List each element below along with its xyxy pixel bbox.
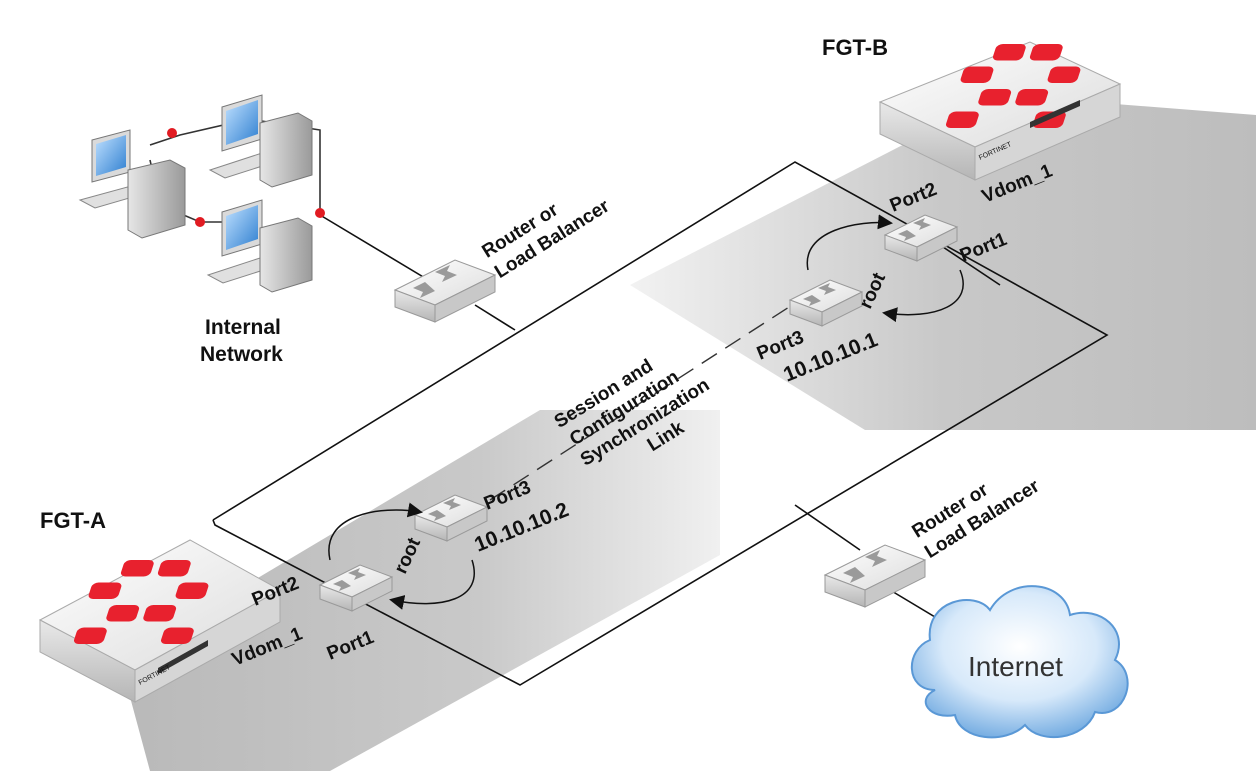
router-bottom-icon [823, 544, 927, 608]
fgt-b-curved-arrows [806, 214, 964, 323]
internal-network-line2: Network [200, 343, 283, 366]
internal-network-line1: Internal [205, 316, 281, 339]
router-top-label: Router or Load Balancer [478, 195, 613, 283]
fgt-a-curved-arrows [328, 502, 475, 610]
sync-link-line [489, 299, 801, 501]
internal-network-computers [78, 94, 325, 293]
fgt-b-device: FORTINET [878, 41, 1122, 181]
internet-cloud-icon [910, 585, 1129, 739]
fgt-b-shade-plane [630, 95, 1256, 430]
fgt-b-label: FGT-B [822, 35, 888, 60]
fgt-b-vdom-switch-icon [883, 214, 959, 262]
fgt-a-label: FGT-A [40, 508, 106, 533]
fgt-a-device: FORTINET [38, 539, 282, 703]
internet-label: Internet [968, 651, 1063, 682]
router-top-icon [393, 259, 497, 323]
fgt-a-shade-plane [120, 410, 720, 771]
router-bottom-label: Router or Load Balancer [908, 475, 1043, 563]
fgt-a-vdom-switch-icon [318, 564, 394, 612]
fgt-a-root-switch-icon [413, 494, 489, 542]
fgt-b-root-switch-icon [788, 279, 864, 327]
